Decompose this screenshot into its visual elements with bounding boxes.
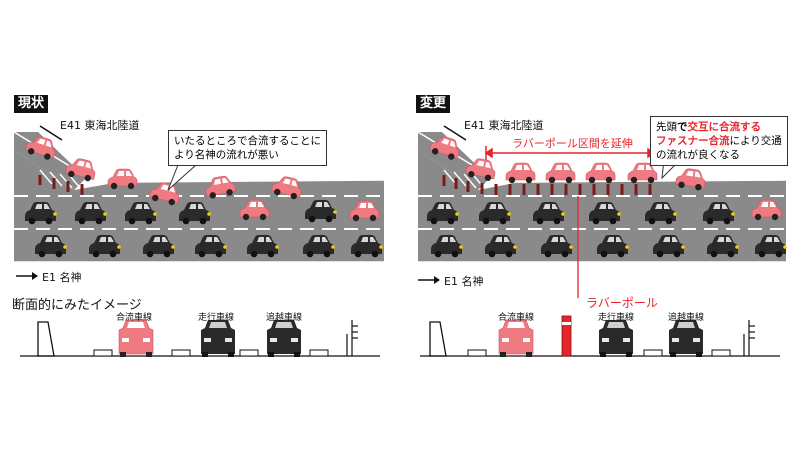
callout-text: で: [677, 121, 688, 133]
extension-label: ラバーポール区間を延伸: [512, 137, 633, 150]
lane-label: 合流車線: [498, 313, 535, 323]
callout-highlight: 交互に合流する: [687, 121, 762, 133]
extension-arrow: [484, 146, 656, 160]
red-car: [627, 162, 658, 184]
pole-label: ラバーポール: [586, 296, 658, 310]
left-cross-section: [20, 319, 380, 358]
callout-line: より名神の流れが悪い: [174, 149, 279, 161]
panel-tag-changed: 変更: [416, 95, 451, 113]
direction-arrow-icon: [418, 276, 440, 284]
rubber-pole-row: [442, 175, 652, 195]
rubber-pole-cross-section: [561, 315, 572, 357]
right-callout: 先頭で交互に合流する ファスナー合流により交通 の流れが良くなる: [650, 116, 788, 166]
direction-arrow-icon: [16, 272, 38, 280]
callout-text: により交通: [729, 135, 782, 147]
red-car: [585, 162, 616, 184]
left-road-plan: [13, 125, 385, 280]
highway-pointer: [443, 125, 467, 141]
cross-section-red-car: [498, 319, 534, 358]
red-car: [505, 162, 536, 184]
cross-section-black-car: [669, 320, 703, 357]
cross-section-red-car: [118, 319, 154, 358]
red-car: [107, 168, 138, 190]
cross-section-black-car: [201, 320, 235, 357]
right-cross-section: [420, 315, 780, 358]
callout-line: いたるところで合流することに: [174, 135, 321, 147]
direction-label: E1 名神: [42, 271, 82, 284]
right-road-plan: [417, 125, 787, 298]
panel-tag-current: 現状: [14, 95, 49, 113]
lane-label: 追越車線: [668, 313, 705, 323]
red-car: [545, 162, 576, 184]
cross-section-black-car: [267, 320, 301, 357]
callout-text: の流れが良くなる: [656, 149, 740, 161]
highway-label: E41 東海北陸道: [464, 119, 544, 132]
callout-text: 先頭: [656, 121, 677, 133]
direction-label: E1 名神: [444, 275, 484, 288]
cross-section-black-car: [599, 320, 633, 357]
callout-highlight: ファスナー合流: [656, 135, 730, 147]
lane-label: 追越車線: [266, 313, 303, 323]
highway-label: E41 東海北陸道: [60, 119, 140, 132]
cross-section-title: 断面的にみたイメージ: [12, 298, 142, 313]
left-callout: いたるところで合流することに より名神の流れが悪い: [168, 130, 327, 166]
lane-label: 合流車線: [116, 313, 153, 323]
lane-label: 走行車線: [198, 313, 235, 323]
lane-label: 走行車線: [598, 313, 635, 323]
highway-pointer: [39, 125, 63, 141]
